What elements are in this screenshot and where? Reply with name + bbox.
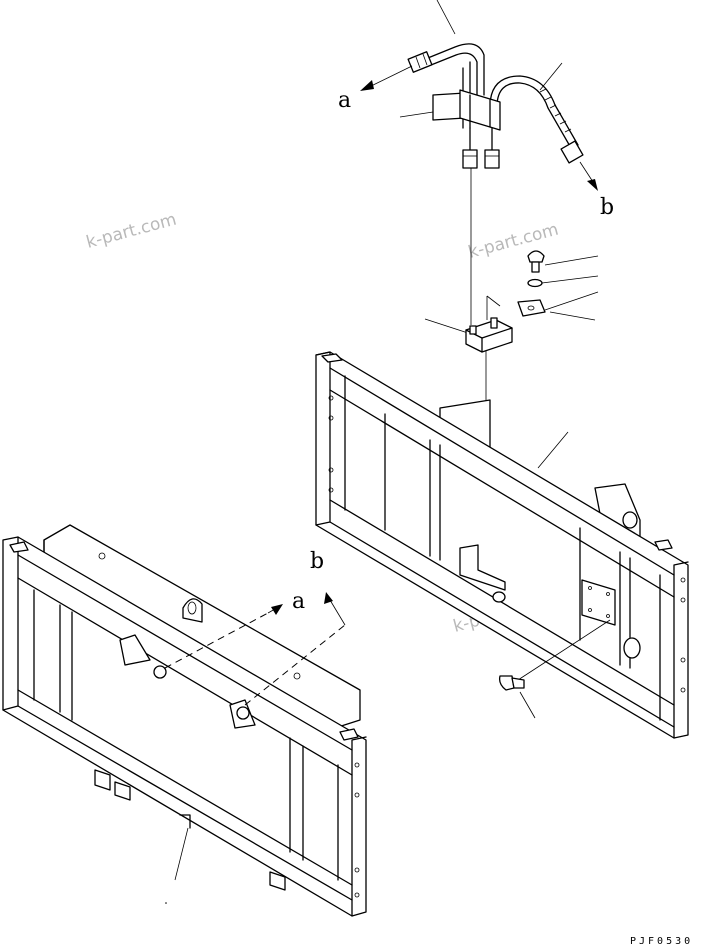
watermark-2: k-part.com	[466, 220, 561, 263]
carriage-frame-right	[315, 351, 689, 739]
callout-a-top: a	[338, 88, 351, 113]
bracket-block	[465, 295, 513, 353]
hose-fitting-right	[560, 140, 584, 164]
washer	[527, 278, 543, 288]
hydraulic-hoses	[407, 43, 584, 169]
leader-lines-top	[399, 0, 599, 334]
carriage-frame-left	[2, 524, 367, 917]
bolt-lower	[498, 431, 611, 719]
bolt-lower-head	[498, 675, 515, 691]
leader-line-bottom	[174, 827, 189, 881]
callout-arrows-bottom: a b	[164, 549, 346, 706]
bolt-washer-plate	[517, 250, 546, 317]
callout-a-bottom: a	[292, 589, 305, 614]
hose-fitting-left	[407, 51, 433, 73]
callout-arrows-top: a b	[338, 65, 614, 220]
plate	[517, 299, 546, 317]
hose-fitting-lower-2	[484, 149, 500, 169]
callout-b-bottom: b	[310, 549, 324, 574]
lifting-eye	[182, 598, 203, 623]
bolt-head	[527, 250, 545, 263]
watermark-1: k-part.com	[84, 210, 179, 253]
callout-b-top: b	[600, 195, 614, 220]
figure-code: PJF0530	[630, 936, 693, 947]
hose-fitting-lower-1	[462, 149, 478, 169]
